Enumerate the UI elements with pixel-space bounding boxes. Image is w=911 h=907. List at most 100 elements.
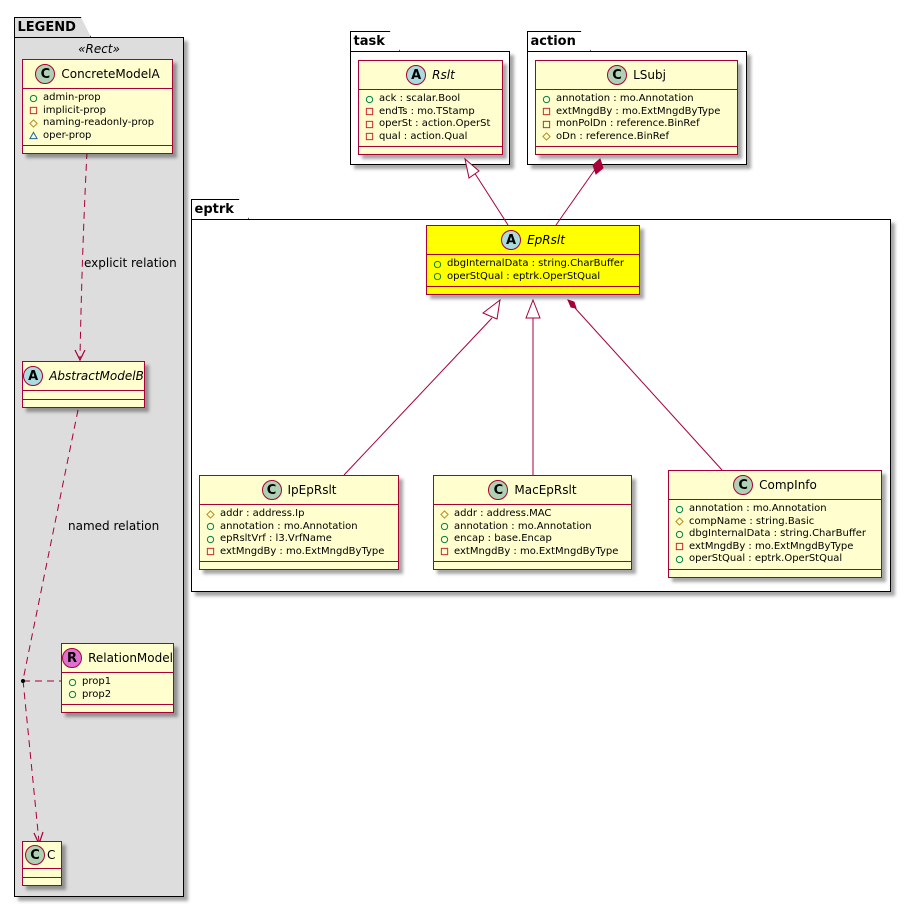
attribute-row: annotation : mo.Annotation bbox=[440, 521, 625, 534]
protected-visibility-icon bbox=[675, 517, 684, 527]
relation-badge-icon: R bbox=[62, 648, 83, 668]
public-visibility-icon bbox=[675, 530, 684, 539]
public-visibility-icon bbox=[365, 95, 374, 104]
class-badge-icon: C bbox=[607, 65, 628, 85]
attribute-row: endTs : mo.TStamp bbox=[365, 106, 496, 119]
attribute-row: addr : address.MAC bbox=[440, 508, 625, 521]
class-badge-icon: C bbox=[261, 480, 282, 500]
attribute-row: admin-prop bbox=[29, 92, 166, 105]
public-visibility-icon bbox=[68, 690, 77, 699]
public-visibility-icon bbox=[433, 260, 442, 269]
eprslt-compinfo-composition[interactable] bbox=[574, 307, 723, 471]
public-visibility-icon bbox=[440, 535, 449, 544]
attribute-row: annotation : mo.Annotation bbox=[206, 521, 392, 534]
eprslt-rslt-generalization[interactable] bbox=[473, 171, 509, 226]
method-list bbox=[23, 400, 144, 407]
explicit-relation-line[interactable] bbox=[79, 151, 88, 359]
public-visibility-icon bbox=[206, 535, 215, 544]
named-relation-line[interactable] bbox=[22, 409, 79, 843]
attribute-text: dbgInternalData : string.CharBuffer bbox=[689, 528, 866, 539]
attribute-row: epRsltVrf : l3.VrfName bbox=[206, 533, 392, 546]
private-visibility-icon bbox=[29, 106, 38, 115]
attribute-text: annotation : mo.Annotation bbox=[556, 93, 694, 104]
attribute-text: extMngdBy : mo.ExtMngdByType bbox=[220, 545, 385, 557]
attribute-text: endTs : mo.TStamp bbox=[379, 105, 475, 117]
attribute-row: oDn : reference.BinRef bbox=[542, 131, 731, 144]
class-badge-icon: C bbox=[488, 480, 509, 500]
named-relation-label: named relation bbox=[68, 519, 160, 533]
protected-visibility-icon bbox=[542, 132, 551, 142]
attribute-row: prop1 bbox=[68, 676, 167, 689]
class-name: LSubj bbox=[633, 68, 666, 82]
public-visibility-icon bbox=[433, 272, 442, 281]
public-visibility-icon bbox=[440, 522, 449, 531]
attribute-row: annotation : mo.Annotation bbox=[542, 93, 731, 106]
public-visibility-icon bbox=[542, 95, 551, 104]
attribute-row: prop2 bbox=[68, 689, 167, 702]
attribute-text: addr : address.Ip bbox=[220, 508, 305, 519]
attribute-row: operStQual : eptrk.OperStQual bbox=[433, 271, 633, 284]
attribute-row: oper-prop bbox=[29, 130, 166, 143]
attribute-text: annotation : mo.Annotation bbox=[220, 520, 358, 532]
attribute-row: qual : action.Qual bbox=[365, 131, 496, 144]
method-list bbox=[200, 562, 398, 569]
attribute-row: encap : base.Encap bbox=[440, 533, 625, 546]
class-name: Rslt bbox=[432, 68, 455, 82]
class-badge-icon: C bbox=[25, 845, 45, 865]
abstract-badge-icon: A bbox=[23, 366, 44, 386]
class-badge-icon: C bbox=[733, 475, 754, 495]
association-point bbox=[21, 679, 25, 683]
package-task-tab: task bbox=[350, 31, 400, 51]
class-name: ConcreteModelA bbox=[61, 67, 160, 81]
ipeprslt-eprslt-generalization[interactable] bbox=[343, 317, 493, 476]
attribute-text: admin-prop bbox=[43, 92, 101, 103]
class-header: C LSubj bbox=[536, 61, 737, 90]
protected-visibility-icon bbox=[29, 118, 38, 128]
private-visibility-icon bbox=[365, 107, 374, 116]
explicit-relation-label: explicit relation bbox=[84, 256, 177, 270]
attribute-row: operSt : action.OperSt bbox=[365, 118, 496, 131]
explicit-relation-arrowhead bbox=[74, 349, 86, 362]
legend-stereotype: «Rect» bbox=[78, 42, 120, 56]
package-action-tab: action bbox=[527, 31, 591, 51]
attribute-list bbox=[23, 869, 61, 878]
attribute-text: encap : base.Encap bbox=[454, 533, 552, 544]
attribute-text: extMngdBy : mo.ExtMngdByType bbox=[556, 105, 721, 117]
public-visibility-icon bbox=[675, 505, 684, 514]
attribute-text: oDn : reference.BinRef bbox=[556, 130, 669, 142]
generalization-arrowhead bbox=[464, 157, 480, 179]
public-visibility-icon bbox=[206, 522, 215, 531]
attribute-row: extMngdBy : mo.ExtMngdByType bbox=[440, 546, 625, 559]
lsubj-eprslt-composition[interactable] bbox=[555, 167, 597, 226]
public-visibility-icon bbox=[29, 94, 38, 103]
attribute-row: addr : address.Ip bbox=[206, 508, 392, 521]
method-list bbox=[23, 878, 61, 885]
generalization-arrowhead bbox=[482, 298, 501, 320]
attribute-row: extMngdBy : mo.ExtMngdByType bbox=[206, 546, 392, 559]
generalization-arrowhead bbox=[525, 298, 541, 319]
attribute-text: prop1 bbox=[82, 676, 112, 687]
attribute-text: implicit-prop bbox=[43, 104, 106, 116]
composition-diamond bbox=[592, 158, 604, 175]
composition-diamond bbox=[567, 299, 577, 309]
attribute-row: operStQual : eptrk.OperStQual bbox=[675, 553, 875, 566]
attribute-text: addr : address.MAC bbox=[454, 508, 552, 519]
